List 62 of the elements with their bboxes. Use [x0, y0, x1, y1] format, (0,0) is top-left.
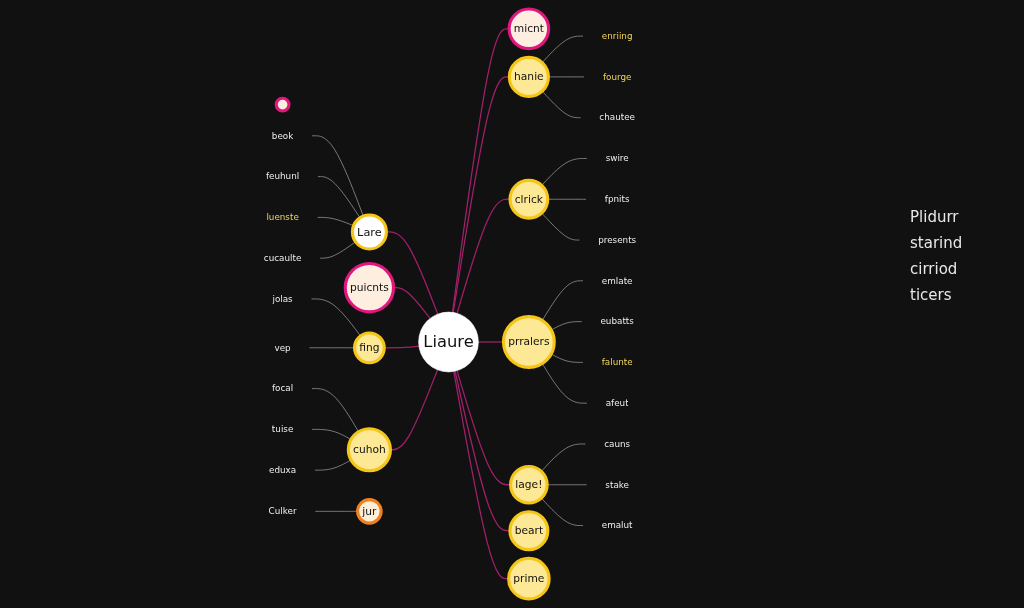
node-text: focal: [272, 383, 294, 394]
node-circle: beart: [508, 510, 550, 552]
node-text: emlate: [601, 275, 633, 286]
node-circle: clrick: [508, 178, 550, 220]
connector: [383, 345, 420, 349]
connector: [546, 484, 587, 486]
connector: [540, 443, 586, 472]
node-text: vep: [274, 342, 291, 353]
node-text: swire: [605, 153, 629, 164]
note-label: Plidurr: [910, 208, 960, 226]
node-circle: prralers: [501, 315, 556, 369]
node-circle: cuhoh: [346, 427, 392, 473]
node-text: eubatts: [600, 316, 634, 327]
node-circle: fing: [353, 331, 386, 365]
note-label: starind: [910, 234, 964, 252]
node-circle: jur: [356, 498, 383, 525]
node-circle: [274, 96, 291, 113]
connector: [451, 28, 510, 314]
connector: [314, 459, 352, 471]
node-text: beok: [271, 130, 294, 141]
connector: [311, 429, 352, 440]
node-text: presents: [598, 234, 637, 245]
connector: [317, 176, 361, 219]
connector: [541, 90, 581, 119]
node-circle: hanie: [507, 55, 550, 98]
node-circle: lage!: [509, 464, 549, 505]
node-text: Culker: [268, 506, 297, 517]
connector: [541, 363, 588, 404]
connector: [319, 241, 356, 259]
connector: [541, 158, 588, 186]
node-circle: prime: [507, 556, 551, 601]
node-text: cauns: [604, 438, 631, 449]
node-circle: puicnts: [343, 262, 396, 314]
connector: [311, 298, 361, 337]
node-circle: Liaure: [418, 311, 479, 373]
connector: [541, 35, 584, 63]
node-circle: Lare: [350, 213, 388, 251]
node-text: chautee: [599, 112, 635, 123]
node-text: cucaulte: [263, 252, 302, 263]
connector: [452, 76, 510, 314]
node-text: feuhunl: [265, 171, 300, 182]
node-text: luenste: [266, 212, 299, 223]
connector: [311, 388, 359, 433]
node-text: falunte: [601, 357, 633, 368]
node-circle: micnt: [507, 7, 551, 51]
note-label: cirriod: [910, 260, 959, 278]
node-text: emalut: [601, 520, 633, 531]
connector: [540, 497, 584, 526]
node-text: jolas: [272, 293, 293, 304]
connector: [453, 370, 510, 580]
node-text: afeut: [605, 397, 629, 408]
node-text: enriing: [601, 30, 633, 41]
connector: [541, 280, 584, 321]
note-label: ticers: [910, 286, 953, 304]
connector: [311, 135, 364, 217]
node-text: tuise: [271, 424, 294, 435]
connector: [454, 370, 511, 532]
node-text: fourge: [602, 71, 632, 82]
node-text: eduxa: [269, 464, 297, 475]
node-text: fpnits: [604, 193, 630, 204]
connector: [541, 212, 580, 241]
node-text: stake: [605, 479, 629, 490]
